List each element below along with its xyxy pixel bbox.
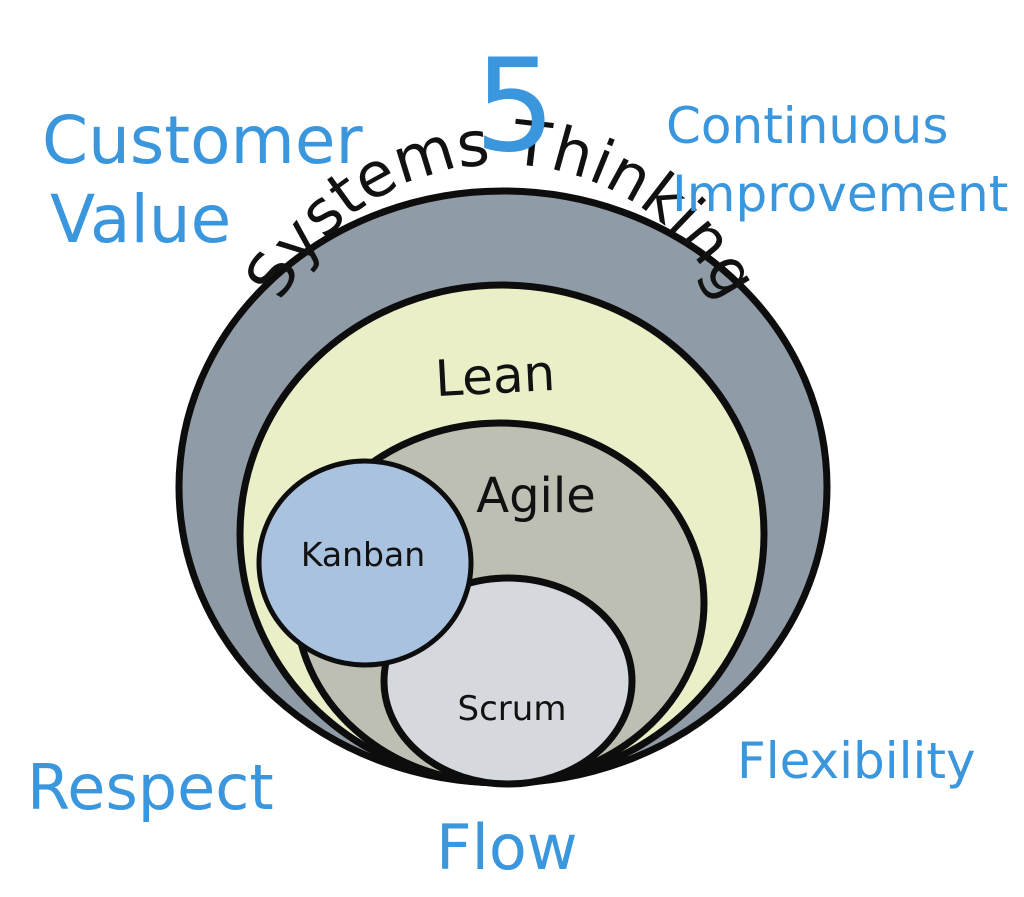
principle-continuous-improvement-line1: Continuous: [666, 97, 948, 155]
principle-count: 5: [474, 32, 555, 181]
principle-flow: Flow: [436, 811, 578, 884]
principle-continuous-improvement-line2: Improvement: [672, 165, 1008, 223]
lean-label: Lean: [434, 344, 557, 408]
kanban-label: Kanban: [301, 535, 425, 574]
principle-customer-value-line1: Customer: [42, 102, 363, 179]
agile-label: Agile: [476, 468, 596, 524]
principle-respect: Respect: [27, 751, 274, 824]
kanban-circle: [256, 458, 474, 668]
principle-flexibility: Flexibility: [737, 732, 976, 790]
principle-customer-value-line2: Value: [50, 181, 231, 258]
scrum-label: Scrum: [458, 689, 567, 729]
